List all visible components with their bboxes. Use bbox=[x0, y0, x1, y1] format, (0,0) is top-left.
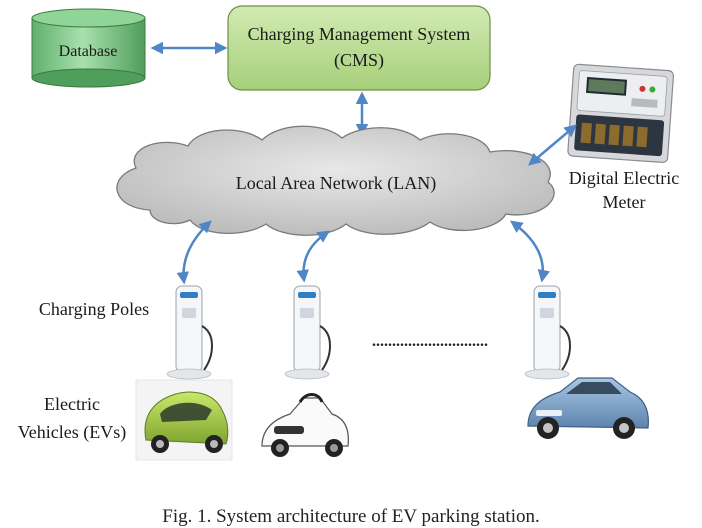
figure-caption: Fig. 1. System architecture of EV parkin… bbox=[162, 506, 540, 527]
meter-label-line1: Digital Electric bbox=[569, 168, 679, 188]
evs-label-line2: Vehicles (EVs) bbox=[18, 422, 126, 443]
arrow-lan-pole-2 bbox=[296, 230, 331, 283]
cms-label-line2: (CMS) bbox=[334, 50, 384, 71]
database-label: Database bbox=[59, 43, 118, 60]
evs-label-line1: Electric bbox=[44, 394, 100, 414]
cms-box bbox=[227, 5, 491, 91]
cms-label-line1: Charging Management System bbox=[248, 24, 471, 44]
suv-icon bbox=[527, 377, 649, 439]
charging-pole-icon bbox=[524, 285, 571, 380]
electric-car-icon bbox=[135, 379, 233, 461]
more-poles-ellipsis: ............................. bbox=[372, 333, 488, 350]
meter-node: Digital Electric Meter bbox=[567, 63, 679, 212]
charging-pole-icon bbox=[166, 285, 213, 380]
toy-car-icon bbox=[261, 393, 349, 457]
lan-node: Local Area Network (LAN) bbox=[116, 125, 555, 236]
arrow-lan-meter bbox=[528, 124, 577, 166]
charging-pole-icon bbox=[284, 285, 331, 380]
database-node: Database bbox=[31, 8, 146, 88]
electric-meter-icon bbox=[567, 63, 675, 164]
meter-label-line2: Meter bbox=[603, 192, 646, 212]
cloud-icon bbox=[116, 125, 555, 236]
lan-label: Local Area Network (LAN) bbox=[236, 173, 436, 194]
arrow-lan-pole-1 bbox=[176, 220, 212, 285]
cms-node: Charging Management System (CMS) bbox=[227, 5, 491, 91]
arrow-lan-pole-3 bbox=[509, 220, 550, 283]
poles-label: Charging Poles bbox=[39, 299, 149, 319]
database-cylinder-icon bbox=[31, 8, 146, 88]
